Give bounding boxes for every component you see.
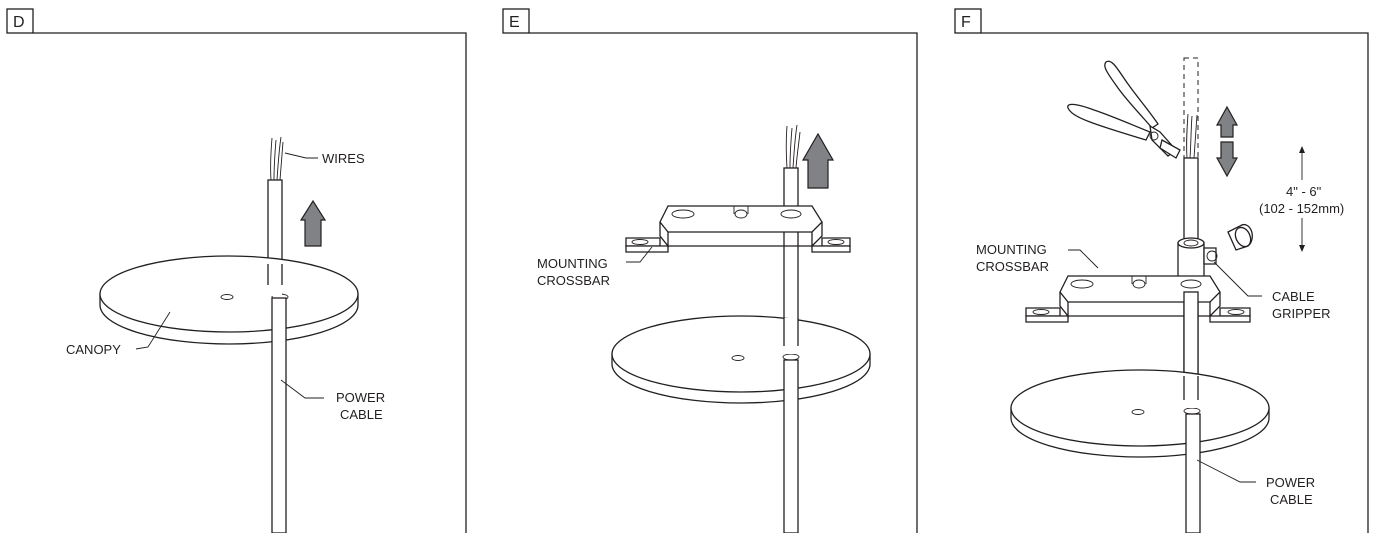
power-cable-leader <box>1196 459 1256 483</box>
dimension-label-line2: (102 - 152mm) <box>1259 201 1344 216</box>
crossbar-label-line2: CROSSBAR <box>976 259 1049 274</box>
panel-e-frame <box>529 32 918 533</box>
step-box-f <box>954 8 982 34</box>
cable-gripper <box>1177 223 1253 287</box>
cable-upper <box>783 167 799 329</box>
power-cable <box>1185 413 1201 533</box>
wires <box>1186 113 1198 159</box>
up-arrow <box>801 132 835 189</box>
dimension-indicator <box>1299 146 1305 252</box>
panel-d-frame <box>33 32 467 533</box>
crossbar-label-line1: MOUNTING <box>537 256 608 271</box>
crossbar-leader <box>1068 249 1099 269</box>
wires-leader <box>284 152 318 159</box>
step-box-d <box>6 8 34 34</box>
panel-e: E <box>502 8 918 533</box>
up-arrow <box>299 199 327 247</box>
up-down-arrow <box>1215 105 1239 178</box>
panel-f: F 4" - 6" (102 - 152mm <box>954 8 1369 533</box>
step-letter-e: E <box>509 14 520 31</box>
dimension-label-line1: 4" - 6" <box>1286 184 1322 199</box>
power-cable-label-line1: POWER <box>1266 475 1315 490</box>
crossbar-label-line1: MOUNTING <box>976 242 1047 257</box>
power-cable <box>783 359 799 533</box>
gripper-label-line2: GRIPPER <box>1272 306 1331 321</box>
crossbar-leader <box>626 246 653 263</box>
canopy <box>99 255 359 345</box>
wires <box>785 124 801 169</box>
step-letter-d: D <box>13 14 25 31</box>
gripper-leader <box>1213 261 1262 297</box>
power-cable-leader <box>280 379 324 399</box>
canopy-leader <box>135 311 171 350</box>
wire-cutter-pliers-icon <box>1067 60 1181 159</box>
panel-d: D WIRES CANOPY POWER CABLE <box>6 8 467 533</box>
panel-f-frame <box>981 32 1369 533</box>
canopy <box>1010 369 1270 458</box>
power-cable-label-line1: POWER <box>336 390 385 405</box>
power-cable-label-line2: CABLE <box>340 407 383 422</box>
wires <box>270 136 284 181</box>
canopy <box>611 315 871 404</box>
mounting-crossbar <box>625 205 851 253</box>
power-cable-label-line2: CABLE <box>1270 492 1313 507</box>
step-letter-f: F <box>961 14 971 31</box>
step-box-e <box>502 8 530 34</box>
crossbar-label-line2: CROSSBAR <box>537 273 610 288</box>
gripper-label-line1: CABLE <box>1272 289 1315 304</box>
mounting-crossbar <box>1025 275 1251 323</box>
wires-label: WIRES <box>322 151 365 166</box>
power-cable <box>271 297 287 533</box>
canopy-label: CANOPY <box>66 342 121 357</box>
